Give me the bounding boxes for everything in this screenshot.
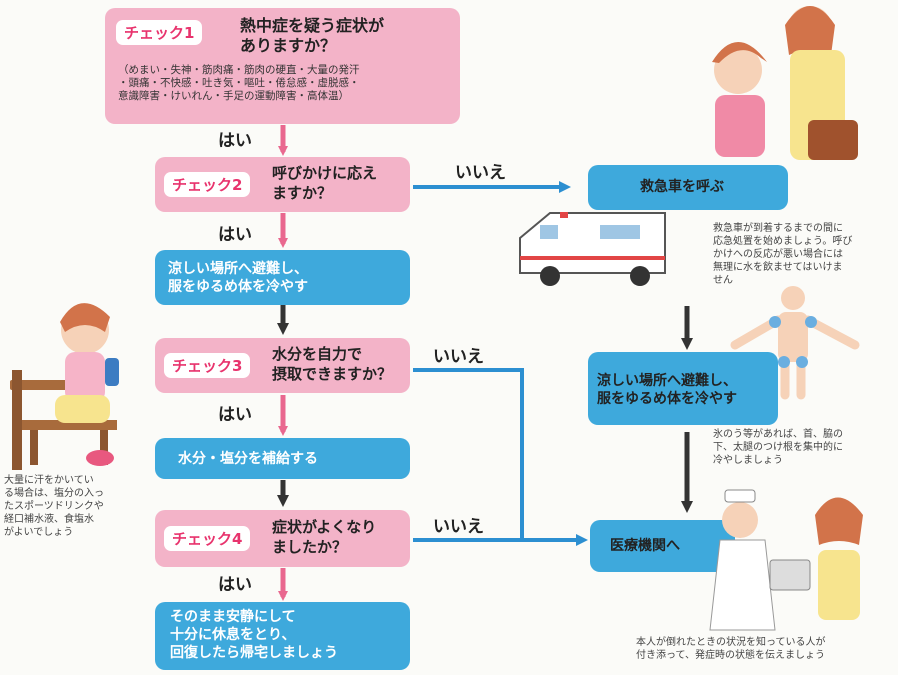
action-rest-box [155, 602, 410, 670]
yes-label-1: はい [218, 131, 252, 151]
ice-note: 氷のう等があれば、首、脇の 下、太腿のつけ根を集中的に 冷やしましょう [713, 429, 843, 466]
arrow-no-3 [413, 368, 524, 540]
action-rest-text: そのまま安静にして 十分に休息をとり、 回復したら帰宅しましょう [170, 609, 338, 661]
ambulance-box [588, 165, 788, 210]
ambulance-text: 救急車を呼ぶ [640, 179, 724, 195]
yes-label-4: はい [218, 575, 252, 595]
action-hydrate-text: 水分・塩分を補給する [178, 451, 318, 467]
hospital-text: 医療機関へ [610, 538, 680, 554]
no-label-4: いいえ [433, 517, 484, 537]
hospital-note: 本人が倒れたときの状況を知っている人が 付き添って、発症時の状態を伝えましょう [636, 637, 826, 661]
no-label-2: いいえ [455, 163, 506, 183]
check1-symptoms: （めまい・失神・筋肉痛・筋肉の硬直・大量の発汗 ・頭痛・不快感・吐き気・嘔吐・倦… [118, 64, 360, 102]
check1-question: 熱中症を疑う症状が ありますか？ [240, 16, 385, 55]
action-cool-left-text: 涼しい場所へ避難し、 服をゆるめ体を冷やす [168, 261, 308, 295]
check3-badge: チェック3 [164, 353, 251, 378]
action-cool-right-text: 涼しい場所へ避難し、 服をゆるめ体を冷やす [597, 373, 737, 407]
ambulance-note: 救急車が到着するまでの間に 応急処置を始めましょう。呼び かけへの反応が悪い場合… [713, 223, 853, 286]
no-label-3: いいえ [433, 347, 484, 367]
check2-badge: チェック2 [164, 172, 251, 197]
action-cool-left-box [155, 250, 410, 305]
action-cool-right-box [588, 352, 778, 425]
check4-badge: チェック4 [164, 526, 251, 551]
check4-question: 症状がよくなり ましたか？ [272, 518, 377, 556]
yes-label-3: はい [218, 405, 252, 425]
check2-question: 呼びかけに応え ますか？ [272, 164, 378, 202]
sweat-note: 大量に汗をかいてい る場合は、塩分の入っ たスポーツドリンクや 経口補水液、食塩… [4, 475, 104, 538]
yes-label-2: はい [218, 225, 252, 245]
check1-badge: チェック1 [116, 20, 203, 45]
check3-question: 水分を自力で 摂取できますか？ [272, 345, 393, 383]
action-hydrate-box [155, 438, 410, 479]
